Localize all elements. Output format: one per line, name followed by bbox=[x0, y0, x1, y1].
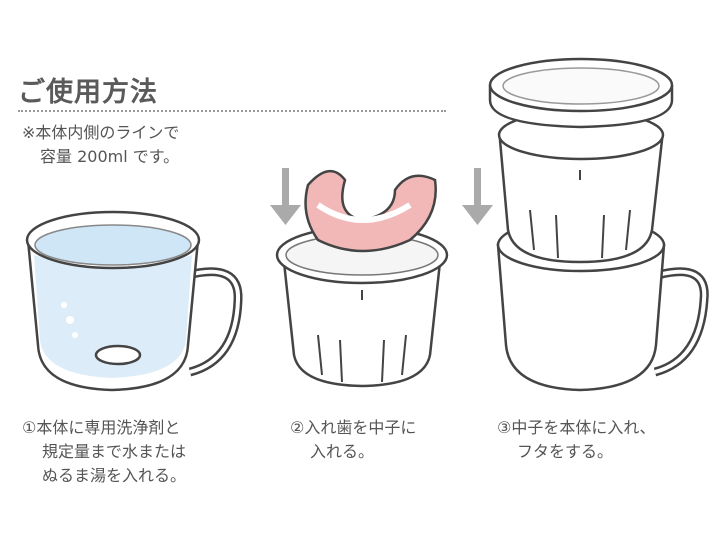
caption-line: ②入れ歯を中子に bbox=[290, 418, 417, 437]
cup-with-water-illustration bbox=[25, 210, 243, 392]
dotted-divider bbox=[18, 110, 446, 112]
capacity-note: ※本体内側のラインで 容量 200ml です。 bbox=[22, 121, 179, 169]
assembled-cup-illustration bbox=[488, 57, 709, 392]
caption-line: 入れる。 bbox=[310, 442, 375, 461]
basket-with-denture-illustration bbox=[275, 170, 449, 388]
down-arrow-icon bbox=[270, 168, 301, 225]
step-1-caption: ①本体に専用洗浄剤と 規定量まで水または ぬるま湯を入れる。 bbox=[22, 416, 186, 488]
step-3-caption: ③中子を本体に入れ、 フタをする。 bbox=[497, 416, 656, 464]
caption-line: ③中子を本体に入れ、 bbox=[497, 418, 656, 437]
caption-line: ぬるま湯を入れる。 bbox=[42, 466, 187, 485]
caption-line: フタをする。 bbox=[517, 442, 614, 461]
note-line: ※本体内側のラインで bbox=[22, 123, 180, 142]
down-arrow-icon bbox=[462, 168, 493, 225]
caption-line: 規定量まで水または bbox=[42, 442, 187, 461]
caption-line: ①本体に専用洗浄剤と bbox=[22, 418, 181, 437]
page-title: ご使用方法 bbox=[18, 77, 158, 108]
note-line: 容量 200ml です。 bbox=[40, 147, 180, 166]
step-2-caption: ②入れ歯を中子に 入れる。 bbox=[290, 416, 416, 464]
